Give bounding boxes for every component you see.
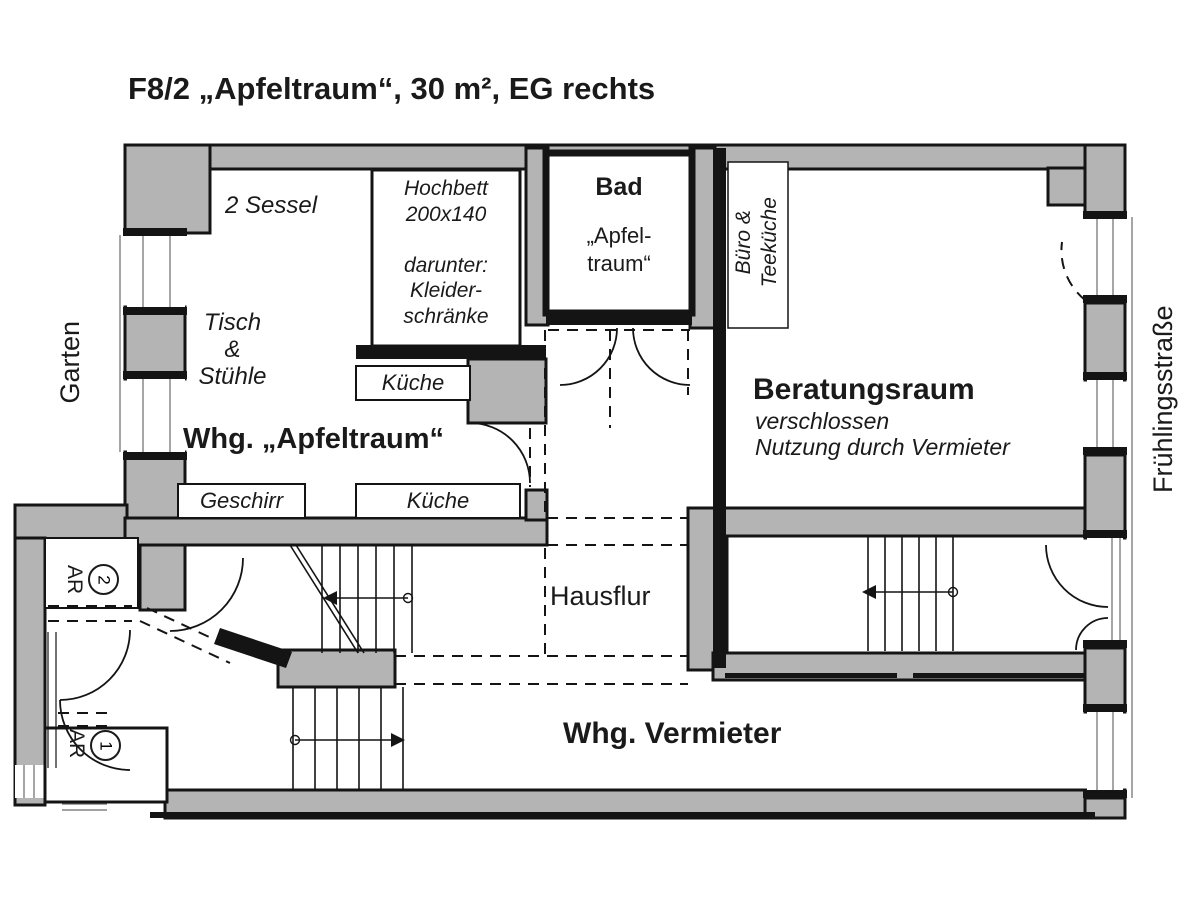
storage-2-number: 2	[94, 574, 114, 585]
kitchen-lower-label: Küche	[406, 487, 470, 513]
dishes-label: Geschirr	[199, 487, 284, 513]
loft-bed-label: Hochbett 200x140 darunter: Kleider- schr…	[403, 177, 489, 329]
kitchen-lower-box	[355, 483, 521, 519]
rooms-layer	[43, 149, 789, 804]
kitchen-upper-label: Küche	[381, 369, 445, 395]
strasse-label: Frühlingsstraße	[1147, 305, 1178, 493]
storage-2-label: AR	[63, 565, 87, 595]
storage-1-number: 1	[96, 740, 116, 751]
garten-label-wrap: Garten	[0, 314, 170, 404]
dashed-openings-layer	[48, 329, 726, 727]
consulting-note-1: verschlossen	[755, 408, 890, 434]
landlord-apartment-label: Whg. Vermieter	[563, 717, 782, 750]
stairs-layer	[289, 536, 959, 790]
bath-label: Bad	[595, 173, 643, 201]
bath-sublabel: „Apfel- traum“	[586, 223, 652, 276]
page-title: F8/2 „Apfeltraum“, 30 m², EG rechts	[128, 71, 656, 106]
storage-1-number-badge: 1	[90, 730, 121, 761]
doors-layer	[47, 241, 1109, 771]
kitchen-upper-box	[355, 365, 471, 401]
storage-1-label: AR	[65, 729, 89, 759]
armchairs-label: 2 Sessel	[225, 192, 318, 219]
garten-label: Garten	[54, 321, 85, 404]
table-chairs-label: Tisch & Stühle	[198, 309, 267, 390]
apartment-label: Whg. „Apfeltraum“	[183, 423, 444, 455]
consulting-room-label: Beratungsraum	[753, 373, 975, 406]
office-nook-label: Büro & Teeküche	[731, 197, 781, 288]
consulting-note-2: Nutzung durch Vermieter	[755, 434, 1010, 460]
storage-2-number-badge: 2	[88, 564, 119, 595]
office-nook-box	[727, 161, 789, 329]
loft-bed-box	[370, 168, 522, 348]
bath-room-box	[542, 149, 696, 317]
hallway-label: Hausflur	[550, 581, 651, 611]
storage-2-box	[44, 537, 139, 609]
dishes-box	[177, 483, 306, 519]
